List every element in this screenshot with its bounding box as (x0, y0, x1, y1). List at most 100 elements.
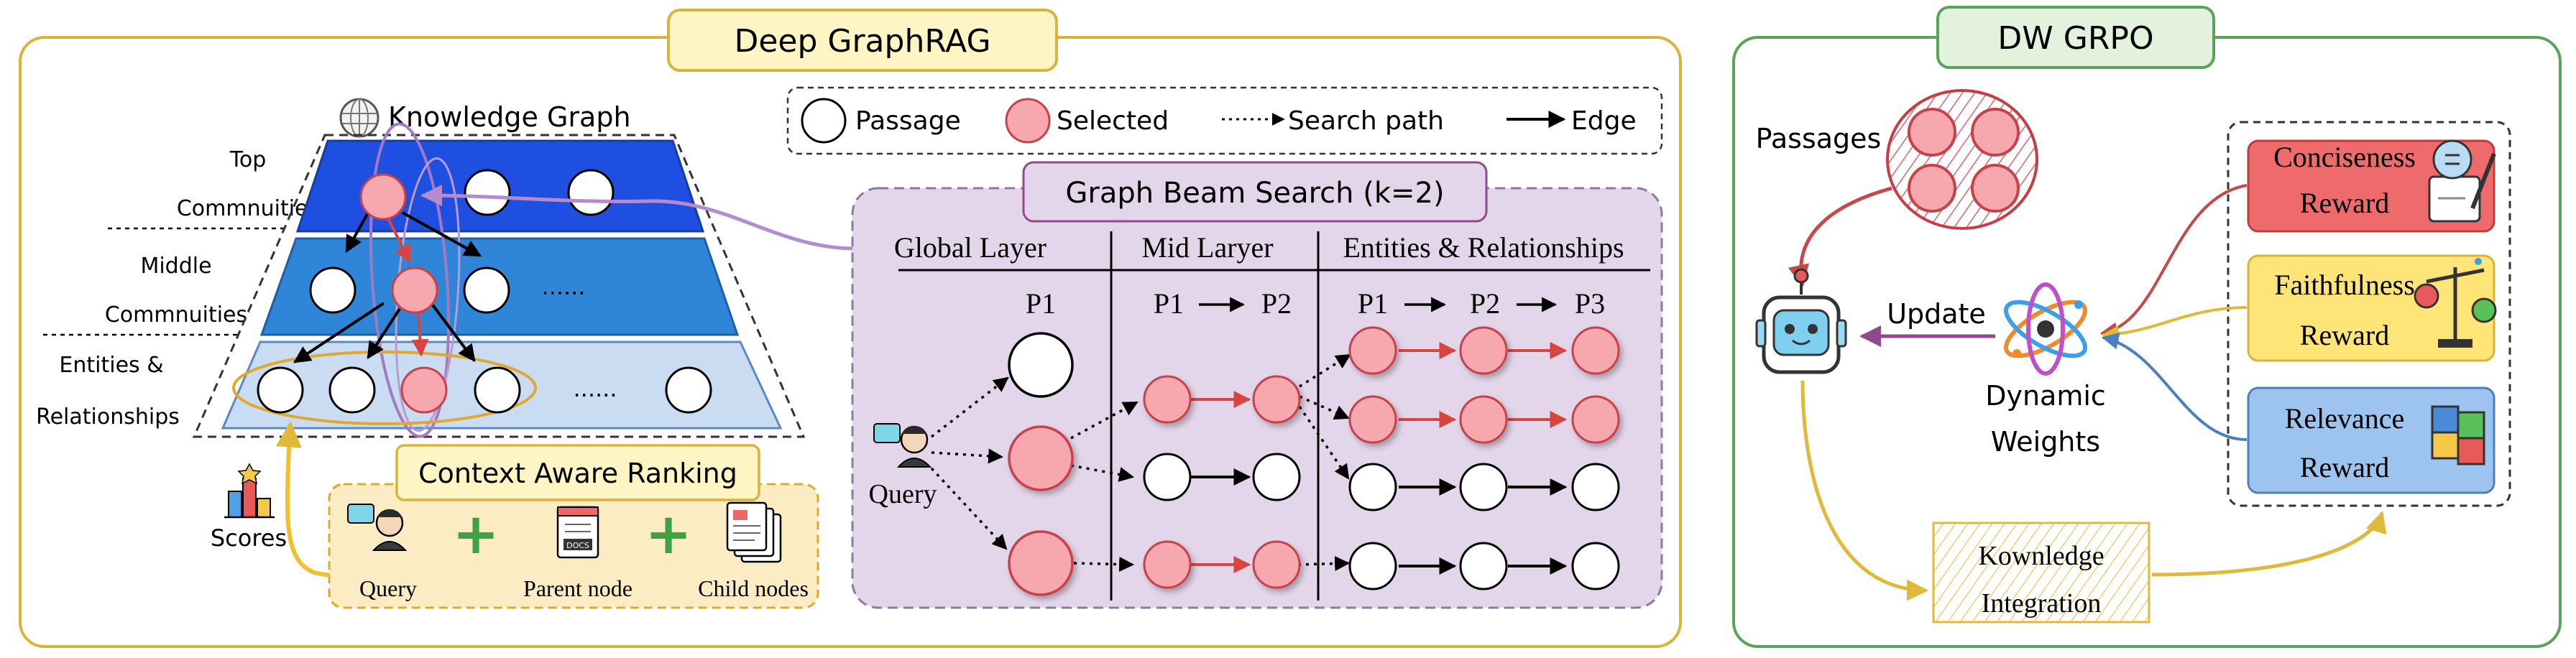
beam-ent-node-11 (1459, 542, 1508, 590)
beam-ent-node-4 (1348, 395, 1397, 444)
beam-ent-node-2 (1459, 326, 1508, 375)
beam-ent-node-3 (1571, 326, 1620, 375)
knowledge-integration-label-2: Integration (1982, 588, 2102, 618)
col-mid-layer: Mid Laryer (1141, 231, 1273, 264)
beam-ent-node-9 (1571, 463, 1620, 511)
conciseness-reward: Conciseness Reward (2247, 139, 2496, 233)
puzzle-pieces-icon (2431, 405, 2485, 465)
atom-dynamic-weights-icon (2003, 282, 2088, 376)
ranking-title-box (395, 444, 760, 501)
conciseness-to-weights-arrow (2099, 184, 2248, 340)
pyramid-outline (192, 134, 806, 438)
plus-icon-2: + (645, 502, 691, 567)
beam-global-node-1 (1008, 332, 1074, 398)
node-top-3 (567, 169, 615, 216)
ent-p1: P1 (1358, 287, 1388, 320)
faithfulness-label-1: Faithfulness (2274, 269, 2415, 301)
knowledge-graph-title: Knowledge Graph (388, 101, 631, 133)
badge-document-icon (2428, 139, 2496, 223)
beam-mid-node-2 (1252, 375, 1301, 424)
ranking-query-person-icon (347, 504, 408, 551)
node-ent-selected (400, 366, 448, 414)
beam-mid-node-4 (1252, 453, 1301, 501)
col-entities-layer: Entities & Relationships (1343, 231, 1624, 264)
global-p1: P1 (1026, 287, 1056, 320)
dw-grpo-title: DW GRPO (1997, 20, 2153, 57)
child-nodes-doc-icon (726, 501, 782, 563)
node-ent-2 (328, 366, 376, 414)
beam-mid-node-5 (1143, 540, 1192, 589)
legend-search-path-label: Search path (1288, 106, 1444, 136)
robot-to-knowledge-arrow (1800, 380, 1928, 601)
plus-icon-1: + (452, 502, 499, 567)
faithfulness-reward: Faithfulness Reward (2247, 254, 2497, 362)
beam-mid-node-3 (1143, 453, 1192, 501)
conciseness-label-2: Reward (2300, 187, 2389, 219)
parent-node-doc-icon: DOCS (556, 506, 599, 559)
wikipedia-globe-icon (339, 98, 380, 138)
beam-ent-node-10 (1348, 542, 1397, 590)
scale-balance-icon (2414, 258, 2497, 348)
context-aware-ranking: Context Aware Ranking Query + DOCS Paren… (211, 421, 819, 609)
node-top-2 (464, 169, 511, 216)
node-ent-4 (474, 366, 521, 414)
pyramid-edges (293, 211, 482, 363)
dynamic-weights-label-1: Dynamic (1985, 380, 2106, 412)
ranking-query-label: Query (359, 575, 417, 601)
ent-p3: P3 (1575, 287, 1605, 320)
mid-ellipsis: ...... (541, 273, 585, 300)
ranking-to-graph-arrow (275, 421, 330, 577)
dw-grpo-title-box: DW GRPO (1936, 6, 2215, 69)
legend-selected-label: Selected (1057, 106, 1169, 136)
beam-mid-node-6 (1252, 540, 1301, 589)
beam-dotted-paths (930, 353, 1351, 573)
node-top-selected (359, 173, 407, 221)
query-person-icon (873, 423, 932, 468)
parent-node-label: Parent node (523, 575, 632, 601)
legend-passage-node (801, 98, 847, 144)
relevance-to-weights-arrow (2101, 332, 2248, 441)
legend: Passage Selected Search path Edge (786, 86, 1663, 155)
knowledge-integration-box: Kownledge Integration (1932, 522, 2150, 624)
beam-mid-node-1 (1143, 375, 1192, 424)
beam-ent-node-12 (1571, 542, 1620, 590)
relevance-label-2: Reward (2300, 451, 2389, 483)
dw-grpo-panel: DW GRPO Passages Update (1732, 6, 2562, 648)
beam-ent-node-1 (1348, 326, 1397, 375)
node-ent-1 (257, 366, 304, 414)
beam-to-graph-arrow (420, 185, 856, 251)
update-label: Update (1887, 298, 1986, 330)
entity-cluster-highlight (232, 351, 537, 425)
mid-p1: P1 (1154, 287, 1184, 320)
dynamic-weights-label-2: Weights (1991, 426, 2100, 458)
deep-graphrag-title-box: Deep GraphRAG (667, 9, 1058, 72)
query-label: Query (869, 479, 937, 509)
knowledge-integration-label-1: Kownledge (1978, 541, 2104, 571)
beam-black-edges (1190, 468, 1568, 575)
beam-ent-node-8 (1459, 463, 1508, 511)
beam-red-edges (1190, 342, 1568, 573)
graph-beam-search: Graph Beam Search (k=2) Global Layer Mid… (851, 161, 1663, 609)
beam-title: Graph Beam Search (k=2) (1065, 177, 1444, 210)
beam-ent-node-7 (1348, 463, 1397, 511)
level-label-ent-2: Relationships (36, 404, 180, 430)
ranking-title: Context Aware Ranking (418, 458, 737, 489)
beam-title-box (1022, 161, 1488, 223)
scores-bar-chart-icon (224, 463, 275, 519)
legend-edge-label: Edge (1571, 106, 1637, 136)
node-ent-5 (665, 366, 712, 414)
scores-label: Scores (211, 524, 287, 552)
beam-nodes (1008, 326, 1620, 596)
beam-ent-node-5 (1459, 395, 1508, 444)
beam-ent-node-6 (1571, 395, 1620, 444)
level-label-ent-1: Entities & (59, 353, 163, 378)
beam-global-node-3 (1008, 530, 1074, 596)
node-mid-selected (391, 267, 438, 314)
docs-icon-label: DOCS (566, 541, 589, 550)
deep-graphrag-panel: Deep GraphRAG Knowledge Graph Top Commnu… (19, 9, 1682, 648)
legend-passage-label: Passage (855, 106, 961, 136)
relevance-label-1: Relevance (2285, 402, 2405, 435)
pyramid-red-edges (387, 218, 429, 357)
selection-loop-lavender (369, 122, 451, 438)
